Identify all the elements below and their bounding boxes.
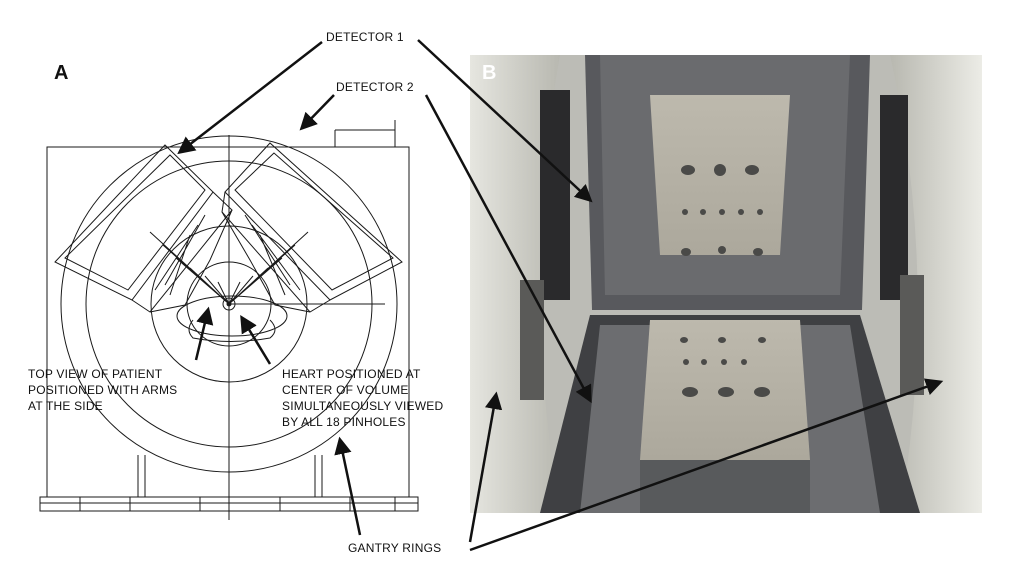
arrow-detector-1-to-drawing	[177, 41, 323, 155]
arrow-gantry-to-photo-right	[469, 378, 944, 552]
arrow-detector-2-to-drawing	[299, 94, 335, 131]
heart-label-line: SIMULTANEOUSLY VIEWED	[282, 399, 444, 413]
patient-outline	[176, 295, 288, 337]
arrow-patient	[194, 306, 214, 361]
panel-a-label: A	[54, 62, 69, 84]
patient-label-line: POSITIONED WITH ARMS	[28, 383, 178, 397]
patient-label-line: AT THE SIDE	[28, 399, 103, 413]
panel-b-label: B	[482, 62, 497, 84]
photo-gantry-ring-right	[890, 55, 982, 513]
heart-label-line: CENTER OF VOLUME	[282, 383, 409, 397]
patient-label: TOP VIEW OF PATIENT POSITIONED WITH ARMS…	[28, 366, 177, 414]
detector-2-label: DETECTOR 2	[336, 80, 414, 94]
heart-label-line: HEART POSITIONED AT	[282, 367, 421, 381]
arrow-detector-2-to-photo	[424, 94, 592, 404]
patient-label-line: TOP VIEW OF PATIENT	[28, 367, 163, 381]
arrow-gantry-to-photo-left	[468, 391, 503, 543]
heart-label: HEART POSITIONED AT CENTER OF VOLUME SIM…	[282, 366, 443, 430]
arrow-gantry-to-drawing	[334, 436, 362, 536]
gantry-rings-label: GANTRY RINGS	[348, 541, 442, 555]
detector-1-drawing	[54, 144, 233, 313]
arrow-heart	[240, 315, 272, 365]
detector-1-label: DETECTOR 1	[326, 30, 404, 44]
arrow-detector-1-to-photo	[417, 39, 593, 203]
heart-label-line: BY ALL 18 PINHOLES	[282, 415, 406, 429]
detector-2-drawing	[221, 142, 403, 313]
